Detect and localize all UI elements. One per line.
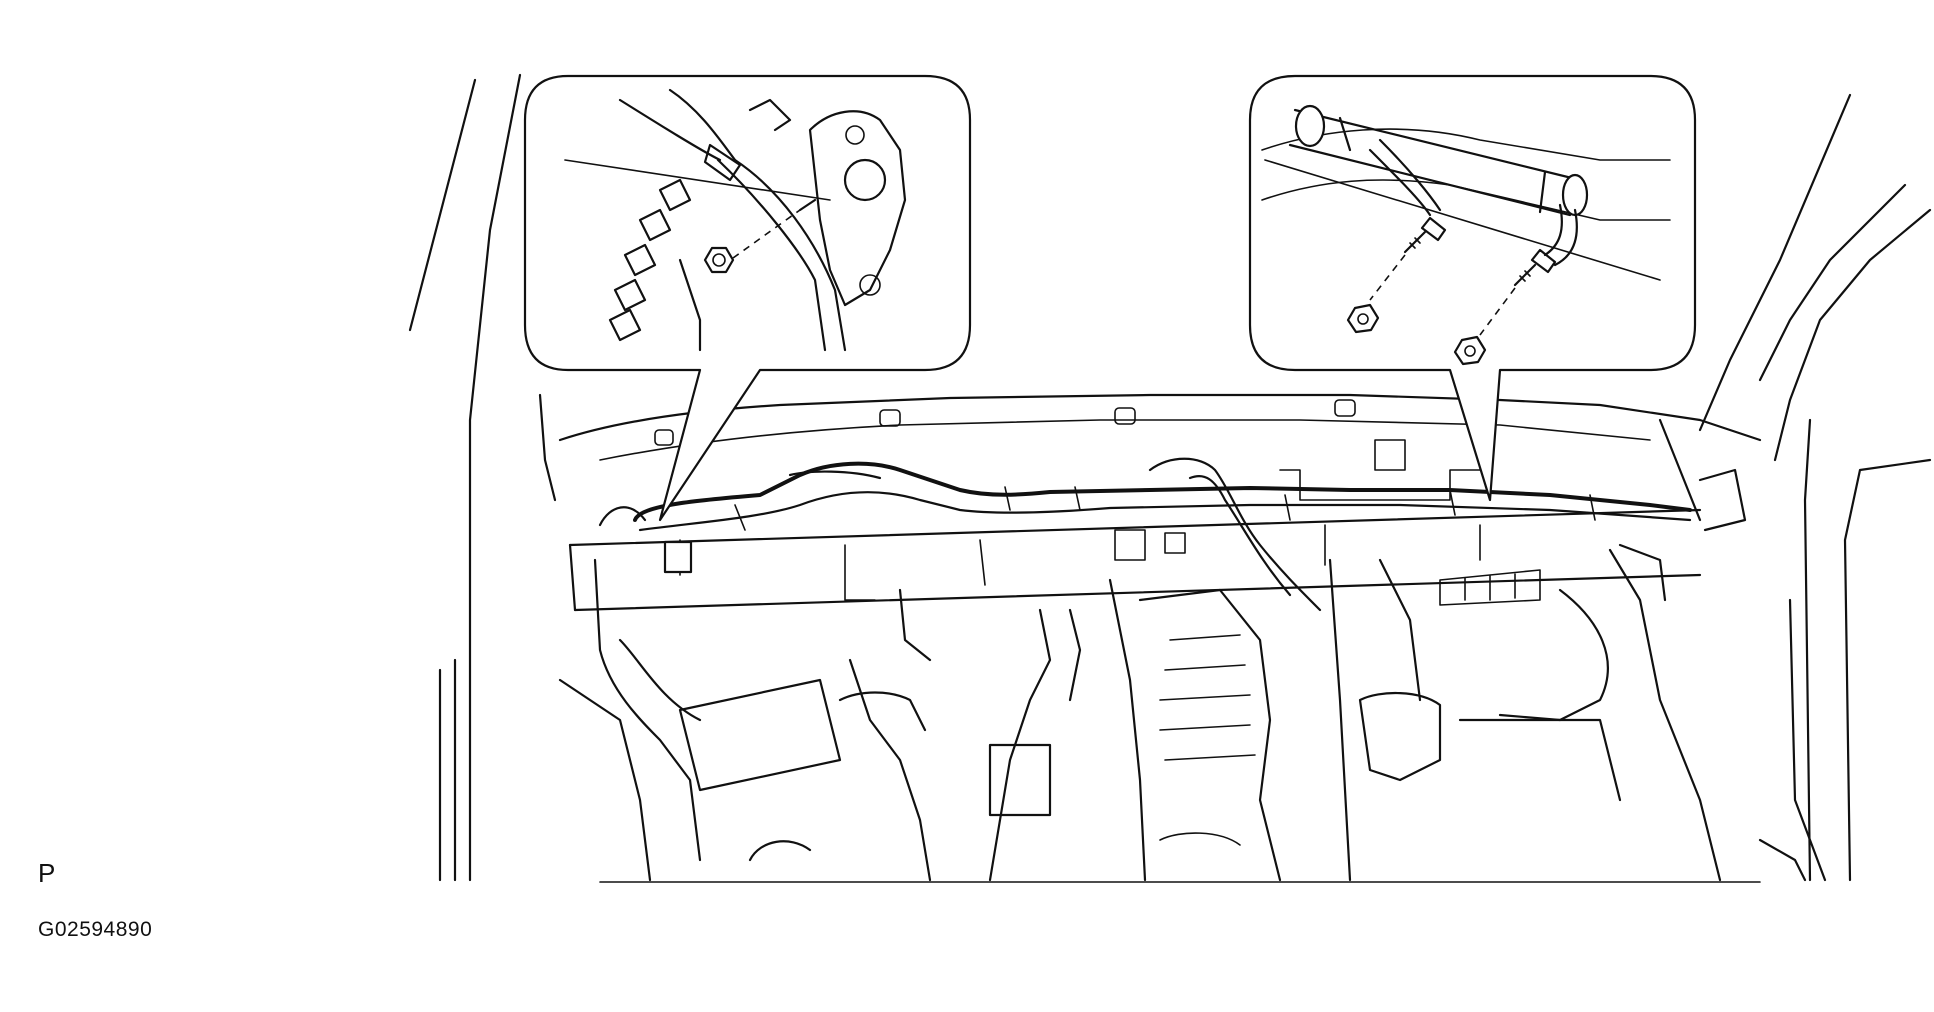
nut-icon <box>1453 335 1487 366</box>
left-body-pillar <box>408 73 557 882</box>
dash-panel-top <box>558 393 1762 461</box>
view-direction-label: P <box>38 858 56 888</box>
right-body-pillar <box>1698 93 1932 882</box>
callout-left-detail <box>523 74 972 522</box>
callout-right-detail <box>1248 74 1697 502</box>
bolt-icon <box>1403 216 1447 254</box>
nut-icon <box>703 246 735 274</box>
nut-icon <box>1346 303 1380 334</box>
wire-harness <box>598 439 1692 612</box>
figure-code: G02594890 <box>38 918 153 941</box>
bolt-icon <box>1513 248 1557 287</box>
instrument-panel-reinforcement-beam <box>568 508 1702 612</box>
lower-dash-components <box>558 418 1747 882</box>
